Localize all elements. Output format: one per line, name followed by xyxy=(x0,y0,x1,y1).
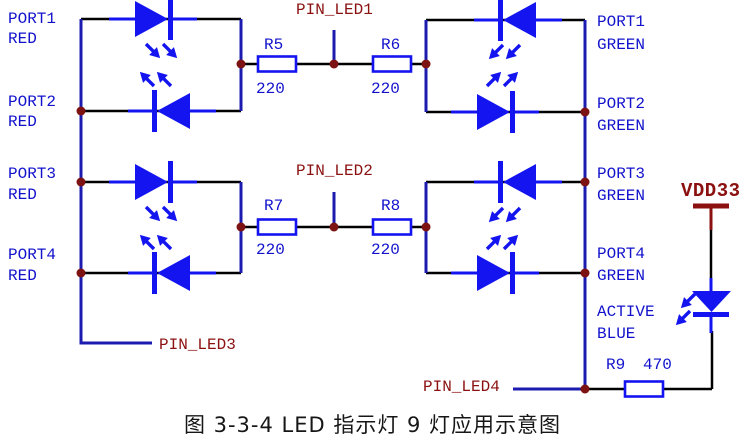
junction-dot xyxy=(580,177,590,187)
port3-green-color: GREEN xyxy=(597,187,646,205)
blue-led-bar xyxy=(693,312,729,317)
port4-red-label: PORT4 xyxy=(8,246,57,264)
led-red-2 xyxy=(126,88,218,134)
r5-name: R5 xyxy=(264,36,284,54)
net-pin-led3: PIN_LED3 xyxy=(159,336,236,354)
port2-green-label: PORT2 xyxy=(597,95,646,113)
port2-red-label: PORT2 xyxy=(8,93,57,111)
arrow-icon xyxy=(498,66,524,92)
net-pin-led2: PIN_LED2 xyxy=(296,162,373,180)
led-red-4 xyxy=(126,250,218,296)
arrow-icon xyxy=(157,38,183,64)
port2-red-color: RED xyxy=(8,113,37,131)
junction-dots xyxy=(76,59,590,394)
r9-name: R9 xyxy=(606,356,626,374)
r7-name: R7 xyxy=(264,197,284,215)
wire-left-rail-pin-led3 xyxy=(79,19,152,345)
arrow-icon xyxy=(483,39,509,65)
resistor-r8 xyxy=(371,218,413,236)
vdd33-power-symbol xyxy=(693,203,729,230)
port3-red-label: PORT3 xyxy=(8,165,57,183)
resistor-r5 xyxy=(256,55,298,73)
port3-green-label: PORT3 xyxy=(597,165,646,183)
led-red-1 xyxy=(107,0,199,42)
port3-red-color: RED xyxy=(8,186,37,204)
led-green-4 xyxy=(449,250,541,296)
port2-green-color: GREEN xyxy=(597,117,646,135)
led-blue-active xyxy=(692,278,731,333)
blue-led-triangle xyxy=(692,291,731,312)
port4-green-label: PORT4 xyxy=(597,245,646,263)
vdd33-label: VDD33 xyxy=(681,180,741,202)
junction-dot xyxy=(580,384,590,394)
arrow-icon xyxy=(500,39,526,65)
junction-dot xyxy=(421,59,431,69)
r5-value: 220 xyxy=(256,80,285,98)
junction-dot xyxy=(329,59,339,69)
port4-green-color: GREEN xyxy=(597,267,646,285)
junction-dot xyxy=(580,107,590,117)
arrow-icon xyxy=(483,202,509,228)
arrow-icon xyxy=(157,201,183,227)
junction-dot xyxy=(236,59,246,69)
resistor-r7 xyxy=(256,218,298,236)
junction-dot xyxy=(580,268,590,278)
r8-name: R8 xyxy=(381,197,401,215)
active-led-label-line1: ACTIVE xyxy=(597,303,655,321)
junction-dot xyxy=(236,222,246,232)
arrow-icon xyxy=(498,229,524,255)
resistor-r9 xyxy=(623,380,665,398)
junction-dot xyxy=(76,268,86,278)
net-pin-led4: PIN_LED4 xyxy=(423,378,500,396)
net-pin-led1: PIN_LED1 xyxy=(296,1,373,19)
r6-name: R6 xyxy=(381,36,401,54)
led-red-3 xyxy=(107,159,199,205)
led-green-2 xyxy=(449,89,541,135)
arrow-icon xyxy=(140,38,166,64)
port1-red-color: RED xyxy=(8,30,37,48)
arrow-icon xyxy=(140,201,166,227)
arrow-icon xyxy=(481,66,507,92)
arrow-icon xyxy=(134,66,160,92)
arrow-icon xyxy=(670,305,696,331)
r6-value: 220 xyxy=(371,80,400,98)
led-green-3 xyxy=(472,159,564,205)
junction-dot xyxy=(76,106,86,116)
arrow-icon xyxy=(481,229,507,255)
junction-dot xyxy=(421,222,431,232)
port1-green-label: PORT1 xyxy=(597,13,646,31)
led-green-group xyxy=(449,0,564,296)
r9-value: 470 xyxy=(643,356,672,374)
led-red-group xyxy=(107,0,218,296)
r8-value: 220 xyxy=(371,241,400,259)
port4-red-color: RED xyxy=(8,267,37,285)
arrow-icon xyxy=(500,202,526,228)
active-led-label-line2: BLUE xyxy=(597,325,636,343)
resistor-r6 xyxy=(371,55,413,73)
arrow-icon xyxy=(151,229,177,255)
arrow-icon xyxy=(151,66,177,92)
junction-dot xyxy=(76,177,86,187)
led-green-1 xyxy=(472,0,564,43)
port1-green-color: GREEN xyxy=(597,36,646,54)
r7-value: 220 xyxy=(256,241,285,259)
junction-dot xyxy=(329,222,339,232)
port1-red-label: PORT1 xyxy=(8,10,57,28)
figure-caption: 图 3-3-4 LED 指示灯 9 灯应用示意图 xyxy=(183,413,562,437)
arrow-icon xyxy=(134,229,160,255)
